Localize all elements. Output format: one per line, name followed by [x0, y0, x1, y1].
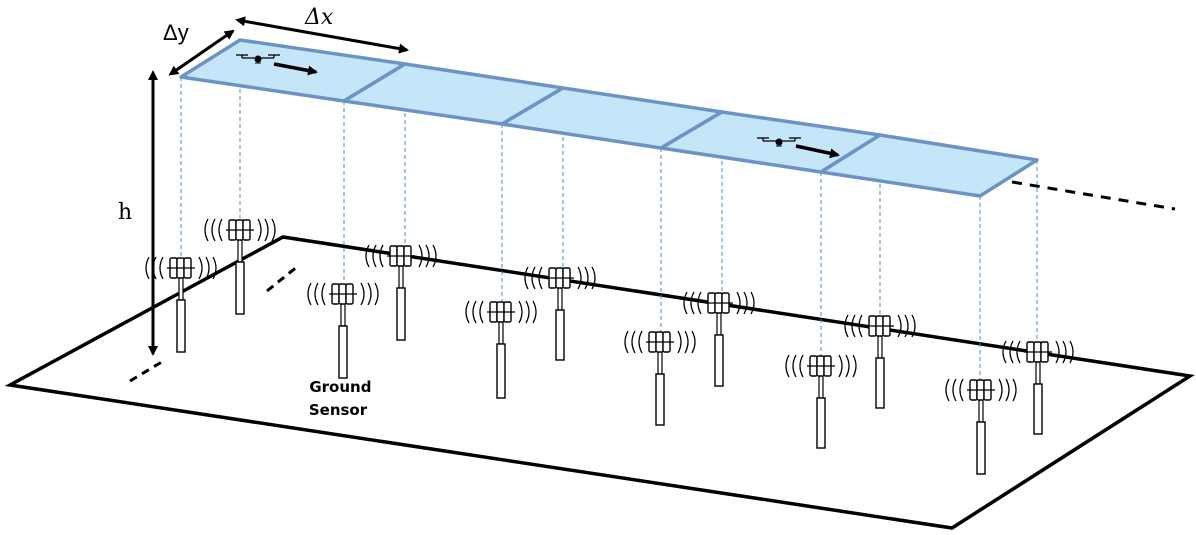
ground-sensor-10 [844, 314, 916, 409]
radio-wave-icon [683, 291, 755, 315]
radio-wave-icon [844, 314, 916, 338]
sensor-pole [176, 299, 186, 353]
ground-sensor-6 [524, 266, 596, 361]
sensor-mast [818, 375, 824, 399]
sensor-mast [498, 321, 504, 345]
sensor-pole [555, 309, 565, 361]
swath-extension-dash [1011, 180, 1176, 211]
ground-sensor-11 [945, 378, 1017, 475]
radio-wave-icon [1002, 340, 1074, 364]
ground-sensor-label: Ground Sensor [309, 378, 377, 419]
ground-sensor-2 [204, 218, 276, 315]
sensor-mast [237, 239, 243, 263]
ground-sensor-7 [624, 330, 696, 426]
uav-2 [757, 137, 801, 147]
delta-x-label: Δx [304, 5, 334, 30]
delta-y-arrow [168, 29, 235, 76]
sensor-mast [178, 277, 184, 301]
ground-sensor-5 [465, 300, 537, 399]
sensor-pole [1033, 383, 1043, 435]
ground-plane [4, 235, 1195, 530]
radio-wave-icon [945, 378, 1017, 402]
sensor-mast [877, 335, 883, 359]
radio-wave-icon [524, 266, 596, 290]
swath-cell-5 [819, 133, 1039, 198]
uav-1 [236, 54, 280, 64]
swath-strip [179, 38, 1039, 198]
sensor-pole [235, 261, 245, 315]
sensor-mast [340, 303, 346, 327]
sensor-pole [875, 357, 885, 409]
sensor-pole [338, 325, 348, 379]
sensor-mast [398, 265, 404, 289]
sensor-pole [655, 373, 665, 426]
sensor-mast [657, 351, 663, 375]
ground-sensors [145, 218, 1074, 475]
uav-2-direction-arrow [795, 144, 840, 159]
height-label: h [118, 200, 132, 225]
delta-x-arrow [235, 16, 409, 54]
sensor-mast [716, 312, 722, 336]
sensor-pole [396, 287, 406, 341]
ground-extension-dash-top [266, 264, 299, 293]
quadcopter-drone-icon [757, 137, 801, 147]
ground-sensor-12 [1002, 340, 1074, 435]
sensor-pole [496, 343, 506, 399]
uav-1-direction-arrow [273, 62, 318, 76]
sensor-mast [978, 399, 984, 423]
sensor-pole [976, 421, 986, 475]
sensor-pole [816, 397, 826, 449]
radio-wave-icon [204, 218, 276, 242]
ground-sensor-4 [365, 244, 437, 341]
delta-y-label: Δy [163, 20, 189, 45]
sensor-pole [714, 334, 724, 387]
ground-sensor-label-line1: Ground [309, 378, 371, 396]
quadcopter-drone-icon [236, 54, 280, 64]
ground-extension-dash-bottom [129, 358, 166, 383]
radio-wave-icon [307, 282, 379, 306]
radio-wave-icon [785, 354, 857, 378]
sensor-mast [1035, 361, 1041, 385]
ground-sensor-9 [785, 354, 857, 449]
sensor-mast [557, 287, 563, 311]
ground-sensor-1 [145, 256, 217, 353]
ground-sensor-label-line2: Sensor [309, 401, 368, 419]
radio-wave-icon [465, 300, 537, 324]
radio-wave-icon [365, 244, 437, 268]
radio-wave-icon [624, 330, 696, 354]
ground-sensor-8 [683, 291, 755, 387]
ground-sensor-3 [307, 282, 379, 379]
